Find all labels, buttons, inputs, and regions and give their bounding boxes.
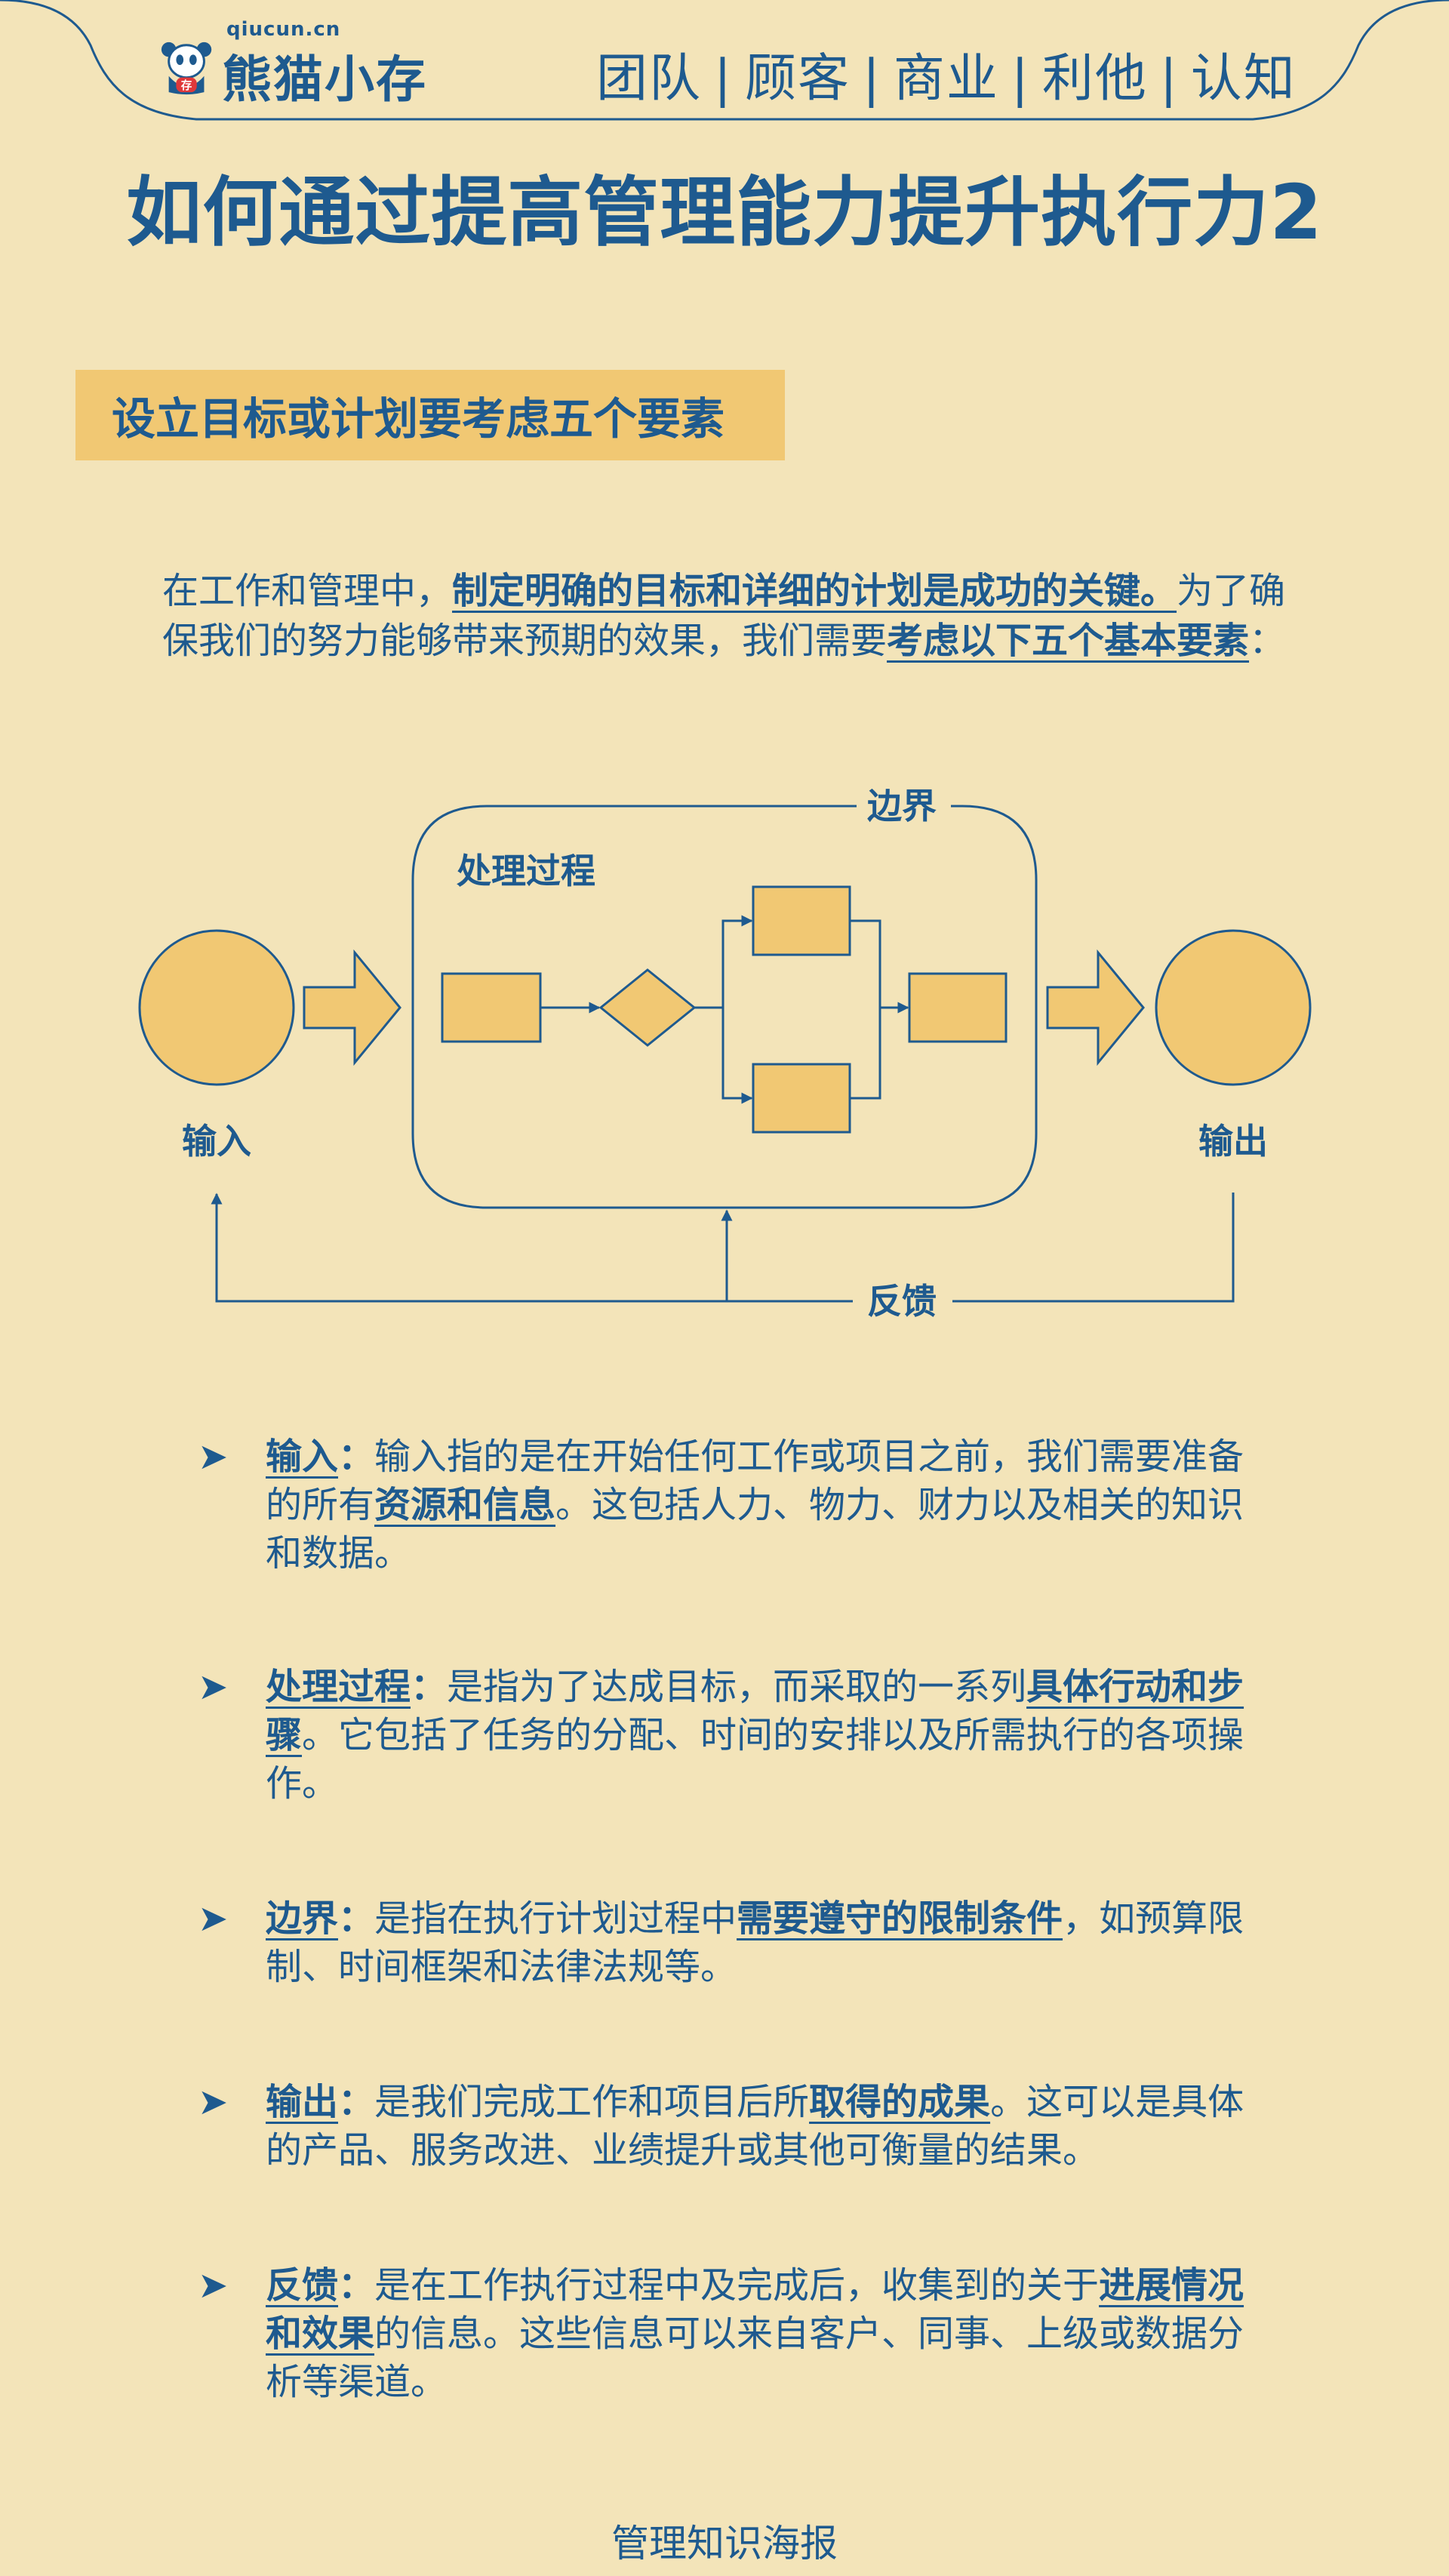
list-item-colon: ： xyxy=(411,1666,448,1708)
nav-separator: | xyxy=(862,49,881,109)
list-item-text: 是指在执行计划过程中 xyxy=(374,1897,737,1940)
feedback-label: 反馈 xyxy=(867,1281,937,1322)
intro-paragraph: 在工作和管理中，制定明确的目标和详细的计划是成功的关键。为了确保我们的努力能够带… xyxy=(162,566,1294,666)
nav-item-cognition[interactable]: 认知 xyxy=(1190,49,1297,109)
list-item-text: 的信息。这些信息可以来自客户、同事、上级或数据分析等渠道。 xyxy=(266,2313,1244,2403)
output-arrow-shape xyxy=(1046,949,1145,1066)
list-item-term: 输入 xyxy=(266,1436,339,1478)
logo-name: 熊猫小存 xyxy=(222,51,427,109)
intro-text: ： xyxy=(1249,620,1286,662)
nav-item-business[interactable]: 商业 xyxy=(893,49,999,109)
arrow-bullet-icon: ➤ xyxy=(198,1666,229,1708)
arrow-bullet-icon: ➤ xyxy=(198,2081,229,2123)
list-item-text: 。这包括人力、物力、财力以及相关的知识和数据。 xyxy=(266,1484,1244,1574)
connector-line xyxy=(721,1008,753,1104)
intro-highlight: 制定明确的目标和详细的计划是成功的关键。 xyxy=(452,570,1177,612)
list-item-highlight: 取得的成果 xyxy=(809,2081,991,2123)
feedback-loop-line xyxy=(211,1193,853,1303)
connector-line xyxy=(850,919,881,1100)
intro-text: 在工作和管理中， xyxy=(162,570,453,612)
list-item-term: 反馈 xyxy=(266,2264,339,2307)
list-item-term: 处理过程 xyxy=(266,1666,411,1708)
list-item-text: 输入指的是在开始任何工作或项目之前，我们需要准备的所有 xyxy=(266,1436,1244,1526)
process-step-box xyxy=(441,972,542,1043)
process-diagram: 边界 处理过程 输入 输出 反馈 xyxy=(138,786,1312,1322)
nav-separator: | xyxy=(714,49,733,109)
nav-separator: | xyxy=(1159,49,1179,109)
list-item-highlight: 具体行动和步骤 xyxy=(266,1666,1244,1756)
list-item: ➤ 反馈：是在工作执行过程中及完成后，收集到的关于进展情况和效果的信息。这些信息… xyxy=(198,2261,1254,2406)
nav-separator: | xyxy=(1011,49,1030,109)
nav-item-altruism[interactable]: 利他 xyxy=(1041,49,1148,109)
list-item-highlight: 需要遵守的限制条件 xyxy=(737,1897,1063,1940)
logo-domain: qiucun.cn xyxy=(226,18,341,41)
process-branch-bottom-box xyxy=(752,1063,851,1134)
nav-item-team[interactable]: 团队 xyxy=(596,49,703,109)
output-label: 输出 xyxy=(1198,1121,1268,1162)
boundary-frame xyxy=(411,805,1038,1209)
list-item-colon: ： xyxy=(338,1897,375,1940)
list-item: ➤ 处理过程：是指为了达成目标，而采取的一系列具体行动和步骤。它包括了任务的分配… xyxy=(198,1663,1254,1808)
list-item-text: ，如预算限制、时间框架和法律法规等。 xyxy=(266,1897,1244,1988)
list-item-colon: ： xyxy=(338,2264,375,2307)
panda-icon: 存 xyxy=(161,42,212,95)
list-item-colon: ： xyxy=(338,1436,375,1478)
output-node xyxy=(1155,929,1312,1086)
intro-highlight: 考虑以下五个基本要素 xyxy=(887,620,1250,662)
list-item-colon: ： xyxy=(338,2081,375,2123)
intro-text: 为了确保我们的努力能够带来预期的效果，我们需要 xyxy=(162,570,1286,662)
brand-logo[interactable]: 存 qiucun.cn 熊猫小存 xyxy=(158,18,427,112)
list-item-highlight: 进展情况和效果 xyxy=(266,2264,1244,2355)
list-item: ➤ 输出：是我们完成工作和项目后所取得的成果。这可以是具体的产品、服务改进、业绩… xyxy=(198,2078,1254,2174)
process-label: 处理过程 xyxy=(457,851,595,891)
list-item-term: 边界 xyxy=(266,1897,339,1940)
process-merge-box xyxy=(908,972,1008,1043)
list-item: ➤ 输入：输入指的是在开始任何工作或项目之前，我们需要准备的所有资源和信息。这包… xyxy=(198,1433,1254,1577)
list-item-text: 。这可以是具体的产品、服务改进、业绩提升或其他可衡量的结果。 xyxy=(266,2081,1244,2171)
list-item-text: 是指为了达成目标，而采取的一系列 xyxy=(447,1666,1027,1708)
list-item-text: 是我们完成工作和项目后所 xyxy=(374,2081,810,2123)
arrow-bullet-icon: ➤ xyxy=(198,2264,229,2307)
input-arrow-shape xyxy=(303,949,401,1066)
input-node xyxy=(138,929,295,1086)
header-frame xyxy=(0,0,1449,121)
process-branch-top-box xyxy=(752,885,851,956)
list-item-text: 。它包括了任务的分配、时间的安排以及所需执行的各项操作。 xyxy=(266,1714,1244,1805)
page-title: 如何通过提高管理能力提升执行力2 xyxy=(126,168,1323,257)
decision-diamond xyxy=(598,968,697,1047)
list-item-term: 输出 xyxy=(266,2081,339,2123)
connector-line xyxy=(694,915,753,1009)
arrow-bullet-icon: ➤ xyxy=(198,1897,229,1940)
page-footer: 管理知识海报 xyxy=(611,2522,838,2565)
boundary-label: 边界 xyxy=(867,786,937,826)
top-nav: 团队|顾客|商业|利他|认知 xyxy=(596,36,1297,111)
list-item-highlight: 资源和信息 xyxy=(374,1484,556,1526)
list-item-text: 是在工作执行过程中及完成后，收集到的关于 xyxy=(374,2264,1100,2307)
feedback-loop-line xyxy=(952,1193,1235,1303)
list-item: ➤ 边界：是指在执行计划过程中需要遵守的限制条件，如预算限制、时间框架和法律法规… xyxy=(198,1894,1254,1991)
input-label: 输入 xyxy=(182,1121,251,1162)
logo-badge-text: 存 xyxy=(181,78,192,92)
arrow-bullet-icon: ➤ xyxy=(198,1436,229,1478)
nav-item-customer[interactable]: 顾客 xyxy=(744,49,851,109)
section-heading: 设立目标或计划要考虑五个要素 xyxy=(75,370,785,460)
